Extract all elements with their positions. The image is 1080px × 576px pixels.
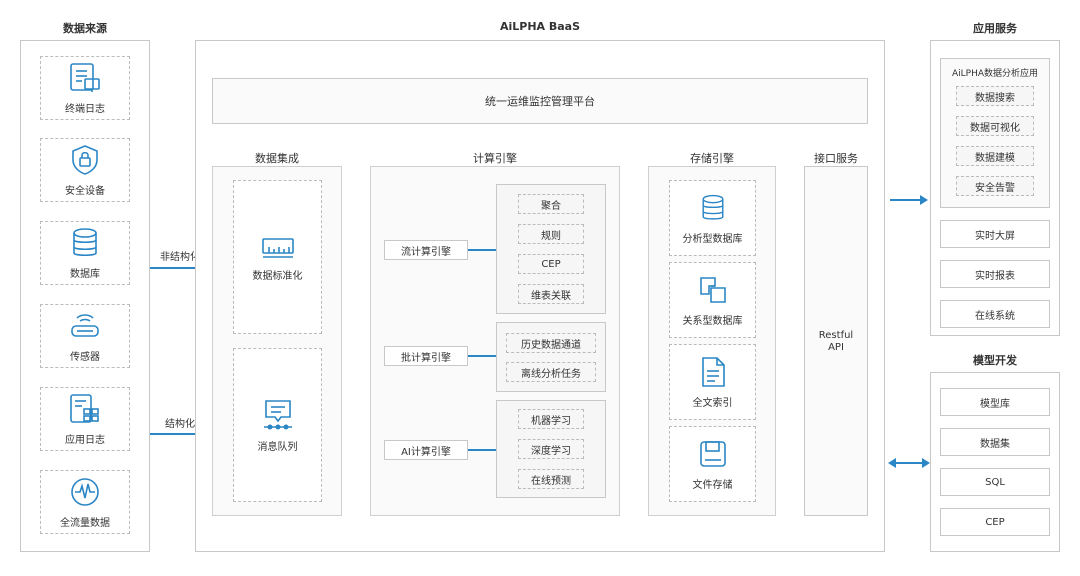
app-item: 实时报表 [940, 260, 1050, 288]
compute-title: 计算引擎 [473, 152, 517, 165]
stream-connector [468, 249, 496, 251]
database-icon [73, 227, 97, 256]
structured-flow-label: 结构化数据 [165, 419, 215, 430]
storage-title: 存储引擎 [690, 152, 734, 165]
ai-engine-label: AI计算引擎 [384, 440, 468, 460]
source-security-device: 安全设备 [40, 138, 130, 202]
integration-label: 数据标准化 [252, 270, 303, 282]
stream-item: 规则 [518, 224, 584, 244]
floppy-icon [699, 440, 726, 467]
stream-item: 聚合 [518, 194, 584, 214]
storage-analytic-db: 分析型数据库 [669, 180, 756, 256]
terminal-log-icon [70, 62, 100, 92]
storage-file: 文件存储 [669, 426, 756, 502]
ai-item: 在线预测 [518, 469, 584, 489]
source-label: 数据库 [70, 268, 100, 280]
ai-item: 深度学习 [518, 439, 584, 459]
ops-platform-bar: 统一运维监控管理平台 [212, 78, 868, 124]
analytics-app-item: 数据搜索 [956, 86, 1034, 106]
model-item: SQL [940, 468, 1050, 496]
analytics-app-item: 数据建模 [956, 146, 1034, 166]
analytics-app-item: 安全告警 [956, 176, 1034, 196]
stream-engine-label: 流计算引擎 [384, 240, 468, 260]
source-label: 应用日志 [65, 434, 105, 446]
stream-item: CEP [518, 254, 584, 274]
batch-connector [468, 355, 496, 357]
model-item: 模型库 [940, 388, 1050, 416]
restful-api-line2: API [828, 342, 844, 353]
app-log-icon [70, 393, 99, 423]
database-icon [702, 194, 723, 220]
source-sensor: 传感器 [40, 304, 130, 368]
data-source-panel [20, 40, 150, 552]
source-label: 全流量数据 [60, 517, 110, 529]
model-item: CEP [940, 508, 1050, 536]
storage-label: 关系型数据库 [682, 315, 743, 327]
source-traffic: 全流量数据 [40, 470, 130, 534]
source-label: 安全设备 [65, 185, 105, 197]
ops-platform-label: 统一运维监控管理平台 [485, 95, 595, 108]
traffic-wave-icon [71, 477, 99, 506]
model-dev-arrow [888, 458, 930, 468]
source-label: 终端日志 [65, 103, 105, 115]
source-terminal-log: 终端日志 [40, 56, 130, 120]
interface-title: 接口服务 [814, 152, 858, 165]
restful-api-line1: Restful [818, 330, 854, 341]
integration-queue: 消息队列 [233, 348, 322, 502]
storage-label: 分析型数据库 [682, 233, 743, 245]
ruler-icon [261, 237, 294, 258]
storage-label: 文件存储 [692, 479, 733, 491]
integration-label: 消息队列 [257, 441, 298, 453]
ai-connector [468, 449, 496, 451]
batch-engine-label: 批计算引擎 [384, 346, 468, 366]
model-item: 数据集 [940, 428, 1050, 456]
app-item: 实时大屏 [940, 220, 1050, 248]
integration-standardize: 数据标准化 [233, 180, 322, 334]
batch-item: 历史数据通道 [506, 333, 596, 353]
interface-panel [804, 166, 868, 516]
app-service-title: 应用服务 [973, 22, 1017, 35]
storage-label: 全文索引 [692, 397, 733, 409]
storage-fulltext-index: 全文索引 [669, 344, 756, 420]
sensor-icon [71, 313, 99, 337]
document-icon [701, 356, 725, 387]
ai-item: 机器学习 [518, 409, 584, 429]
baas-title: AiLPHA BaaS [499, 20, 581, 33]
analytics-app-item: 数据可视化 [956, 116, 1034, 136]
stream-item: 维表关联 [518, 284, 584, 304]
source-label: 传感器 [70, 351, 100, 363]
relation-icon [699, 276, 726, 303]
app-service-arrow [890, 195, 928, 205]
source-database: 数据库 [40, 221, 130, 285]
app-item: 在线系统 [940, 300, 1050, 328]
unstructured-flow-label: 非结构化数据 [160, 252, 220, 263]
message-queue-icon [263, 399, 292, 429]
model-dev-title: 模型开发 [973, 354, 1017, 367]
shield-lock-icon [72, 144, 98, 175]
storage-relational-db: 关系型数据库 [669, 262, 756, 338]
batch-item: 离线分析任务 [506, 362, 596, 382]
integration-title: 数据集成 [255, 152, 299, 165]
data-source-title: 数据来源 [63, 22, 107, 35]
source-app-log: 应用日志 [40, 387, 130, 451]
analytics-app-title: AiLPHA数据分析应用 [951, 69, 1039, 79]
